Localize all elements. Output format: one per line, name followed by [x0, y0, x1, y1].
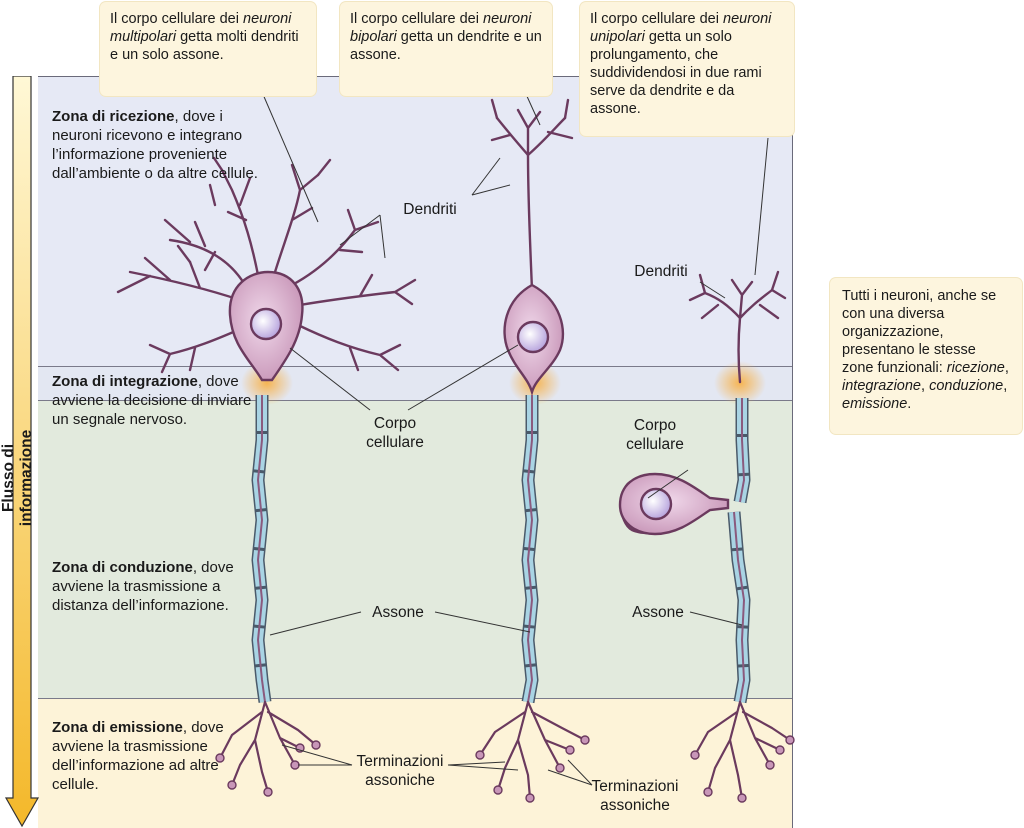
- zone-divider: [38, 698, 793, 699]
- separator: ,: [1004, 360, 1009, 376]
- axon-core: [526, 395, 534, 703]
- zone-description: , dove i neuroni ricevono e integrano l’…: [52, 108, 258, 182]
- callout-text: Il corpo cellulare dei: [110, 11, 243, 27]
- callout-emphasis: neuroni unipolari: [590, 11, 772, 45]
- leader-lines: [261, 71, 769, 786]
- label-assone: Assone: [372, 604, 424, 621]
- dendrites: [116, 156, 417, 374]
- integration-zone: [38, 366, 793, 400]
- zone-title: Zona di emissione: [52, 719, 183, 736]
- period: .: [907, 396, 912, 412]
- axon-unipolar-upper: [733, 398, 751, 504]
- label-corpo-cellulare: Corpo cellulare: [366, 415, 424, 451]
- zone-name: integrazione: [842, 378, 921, 394]
- callout-emphasis: neuroni bipolari: [350, 11, 532, 45]
- zone-title: Zona di integrazione: [52, 373, 198, 390]
- label-terminazioni-assoniche: Terminazioni assoniche: [356, 753, 444, 789]
- multipolar-neuron: [116, 156, 417, 382]
- emission-zone: [38, 698, 793, 828]
- axon-core: [256, 395, 266, 703]
- unipolar-neuron: [618, 270, 787, 536]
- callout-unipolar: Il corpo cellulare dei neuroni unipolari…: [580, 2, 794, 136]
- callout-summary: Tutti i neuroni, anche se con una divers…: [830, 278, 1022, 434]
- nucleus: [249, 307, 283, 341]
- integration-zone-text: Zona di integrazione, dove avviene la de…: [52, 372, 257, 429]
- zone-title: Zona di conduzione: [52, 559, 193, 576]
- axon-terminals: [218, 700, 792, 800]
- zone-divider: [38, 400, 793, 401]
- callout-text: Il corpo cellulare dei: [350, 11, 483, 27]
- cell-body: [618, 472, 730, 536]
- emission-zone-text: Zona di emissione, dove avviene la trasm…: [52, 718, 252, 794]
- reception-zone-text: Zona di ricezione, dove i neuroni ricevo…: [52, 107, 262, 183]
- conduction-zone-text: Zona di conduzione, dove avviene la tras…: [52, 558, 242, 615]
- callout-multipolar: Il corpo cellulare dei neuroni multipola…: [100, 2, 316, 96]
- zone-description: , dove avviene la trasmissione dell’info…: [52, 719, 224, 793]
- callout-emphasis: neuroni multipolari: [110, 11, 292, 45]
- callout-text: Il corpo cellulare dei: [590, 11, 723, 27]
- zone-title: Zona di ricezione: [52, 108, 175, 125]
- terminal-buttons: [215, 735, 795, 803]
- axon-unipolar-lower: [727, 511, 751, 704]
- conduction-zone: [38, 400, 793, 698]
- callout-text: getta un solo prolungamento, che suddivi…: [590, 29, 762, 117]
- zone-name: emissione: [842, 396, 908, 412]
- flow-arrow: [4, 76, 40, 828]
- dendrite: [490, 98, 574, 292]
- zone-description: , dove avviene la trasmissione a distanz…: [52, 559, 234, 614]
- bipolar-neuron: [490, 98, 574, 397]
- callout-text: getta un dendrite e un assone.: [350, 29, 542, 63]
- nucleus: [516, 320, 550, 354]
- label-terminazioni-assoniche-unipolar: Terminazioni assoniche: [591, 778, 679, 814]
- zone-divider: [38, 366, 793, 367]
- zone-description: , dove avviene la decisione di inviare u…: [52, 373, 252, 428]
- separator: ,: [921, 378, 930, 394]
- axon-core: [739, 398, 746, 503]
- label-assone-unipolar: Assone: [632, 604, 684, 621]
- separator: ,: [1003, 378, 1008, 394]
- callout-text: getta molti dendriti e un solo assone.: [110, 29, 299, 63]
- nucleus: [639, 487, 673, 521]
- axon-hillock-glow: [241, 361, 293, 405]
- callout-bipolar: Il corpo cellulare dei neuroni bipolari …: [340, 2, 552, 96]
- callout-text: Tutti i neuroni, anche se con una divers…: [842, 288, 997, 376]
- label-dendriti-unipolar: Dendriti: [634, 263, 688, 280]
- axon-bipolar: [521, 395, 539, 704]
- zone-name: conduzione: [929, 378, 1004, 394]
- zone-name: ricezione: [946, 360, 1005, 376]
- axon-multipolar: [251, 395, 272, 703]
- label-corpo-cellulare-unipolar: Corpo cellulare: [626, 417, 684, 453]
- axon-core: [733, 511, 746, 703]
- label-dendriti-multipolar: Dendriti: [403, 201, 457, 218]
